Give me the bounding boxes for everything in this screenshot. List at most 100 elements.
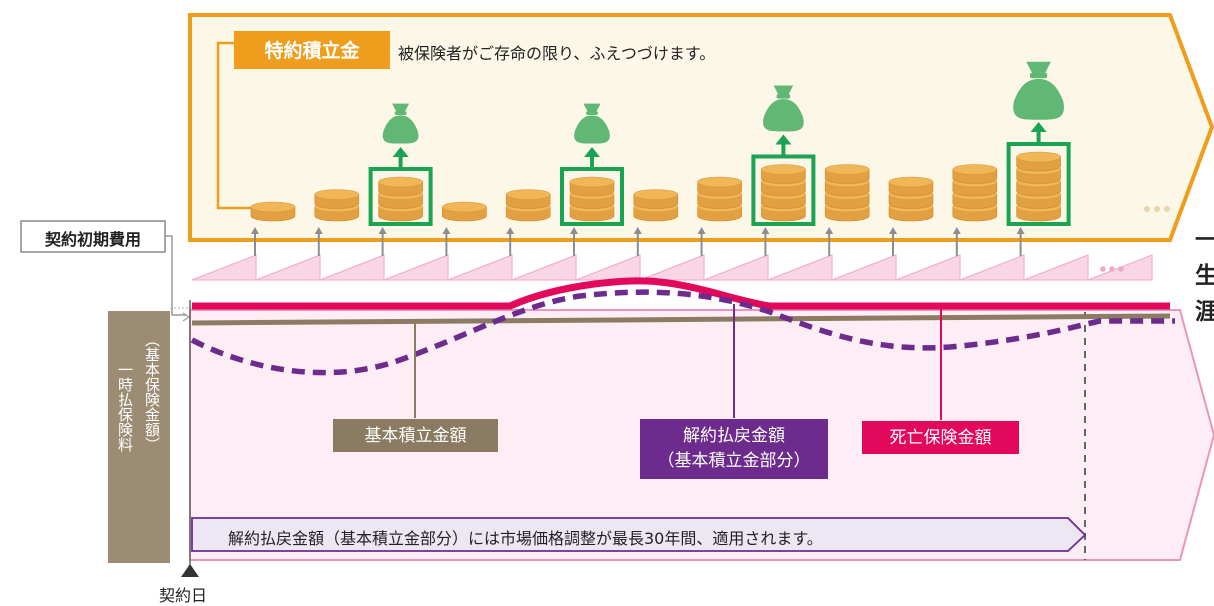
coin-stack	[633, 189, 679, 222]
up-arrow-icon	[506, 227, 515, 234]
initial-cost-connector	[165, 235, 186, 316]
coin-stack	[697, 176, 742, 222]
coin-top	[633, 189, 679, 200]
green-up-arrow-icon	[1030, 122, 1047, 132]
coin-stack	[888, 176, 934, 222]
up-arrow-icon	[442, 227, 451, 234]
green-up-arrow-icon	[584, 147, 600, 157]
up-arrow-icon	[570, 227, 578, 234]
strip-triangle	[383, 254, 449, 281]
money-bag-icon	[1013, 61, 1064, 120]
strip-triangle	[767, 254, 833, 281]
highlight-frame	[1006, 142, 1071, 226]
coin-top	[250, 201, 296, 213]
bag-tie	[776, 94, 791, 99]
bag-neck	[392, 103, 410, 112]
coin-top	[697, 176, 742, 188]
green-up-arrow-icon	[775, 134, 792, 145]
surrender-box	[640, 419, 828, 479]
surrender-label-line2: （基本積立金部分）	[657, 451, 811, 471]
death-benefit-box	[862, 421, 1019, 454]
coin-stack	[824, 164, 870, 222]
badge-bracket	[216, 41, 262, 210]
up-arrow-icon	[697, 227, 706, 234]
bag-neck	[583, 103, 601, 112]
coin-top	[1016, 151, 1061, 163]
basic-reserve-line	[191, 313, 1171, 326]
bag-body	[1013, 79, 1064, 120]
bottom-banner	[191, 517, 1087, 552]
coin-stack	[314, 189, 360, 222]
strip-triangle	[447, 254, 513, 281]
highlight-frame	[560, 167, 624, 226]
highlight-frame	[751, 154, 816, 226]
coin-stacks	[250, 151, 1061, 222]
strip-triangle	[703, 254, 769, 281]
coin-stack	[952, 164, 998, 222]
premium-label-line2: （基本保険金額）	[143, 332, 161, 452]
money-bag-icon	[574, 103, 610, 144]
strip-triangle	[959, 254, 1025, 281]
bag-neck	[773, 85, 794, 95]
initial-cost-label: 契約初期費用	[44, 230, 141, 249]
bag-neck	[1026, 61, 1051, 74]
coin-stack	[761, 164, 806, 222]
basic-reserve-box	[333, 419, 498, 452]
up-arrow-icon	[378, 227, 387, 234]
up-arrow-icon	[889, 227, 897, 234]
coin-stack	[569, 176, 615, 222]
premium-label-line1: 一時払保険料	[116, 362, 134, 452]
up-arrow-icon	[825, 227, 834, 234]
strip-triangle	[831, 254, 897, 281]
coin-top	[952, 164, 998, 175]
coin-stack	[378, 176, 423, 222]
special-reserve-badge	[234, 31, 390, 69]
bag-tie	[1029, 72, 1048, 79]
up-arrow-icon	[251, 227, 259, 234]
bag-body	[763, 99, 804, 132]
bag-body	[382, 115, 419, 144]
money-bag-icon	[382, 103, 419, 144]
strip-triangle	[1023, 254, 1089, 281]
coin-top	[505, 189, 551, 200]
bag-tie	[394, 111, 407, 115]
strip-triangle	[511, 254, 577, 281]
coin-stack	[442, 201, 487, 222]
up-arrows	[251, 227, 1025, 256]
money-bag-icon	[763, 85, 804, 132]
small-down-arrow-icon	[182, 312, 191, 322]
initial-cost-strip	[191, 254, 1153, 281]
money-bags	[368, 61, 1071, 226]
strip-triangle	[575, 254, 641, 281]
contract-date-label: 契約日	[159, 586, 208, 605]
coin-stack	[505, 189, 551, 222]
coin-top	[442, 201, 487, 213]
special-reserve-badge-text: 特約積立金	[264, 40, 360, 62]
initial-cost-label-box	[20, 220, 166, 253]
basic-reserve-label: 基本積立金額	[364, 426, 467, 446]
coin-top	[314, 189, 360, 200]
coin-stack	[250, 201, 296, 222]
right-edge-char-1: 一	[1195, 227, 1214, 253]
up-arrow-icon	[633, 227, 642, 234]
strip-triangle	[255, 254, 321, 281]
up-arrow-icon	[761, 227, 770, 234]
coin-stack	[1016, 151, 1061, 222]
strip-triangle	[319, 254, 385, 281]
death-benefit-label: 死亡保険金額	[889, 428, 992, 448]
up-arrow-icon	[314, 227, 323, 234]
strip-triangle	[895, 254, 961, 281]
premium-box	[108, 311, 170, 563]
green-up-arrow-icon	[392, 147, 409, 157]
coin-top	[569, 176, 615, 188]
strip-triangle	[191, 254, 257, 281]
bag-tie	[586, 111, 598, 115]
market-adjustment-note: 解約払戻金額（基本積立金部分）には市場価格調整が最長30年間、適用されます。	[228, 529, 823, 548]
coin-top	[888, 176, 934, 188]
coin-top	[824, 164, 870, 175]
strip-triangle	[639, 254, 705, 281]
right-edge-char-2: 生	[1195, 263, 1214, 289]
surrender-value-line	[190, 289, 1175, 376]
up-arrow-icon	[952, 227, 961, 234]
